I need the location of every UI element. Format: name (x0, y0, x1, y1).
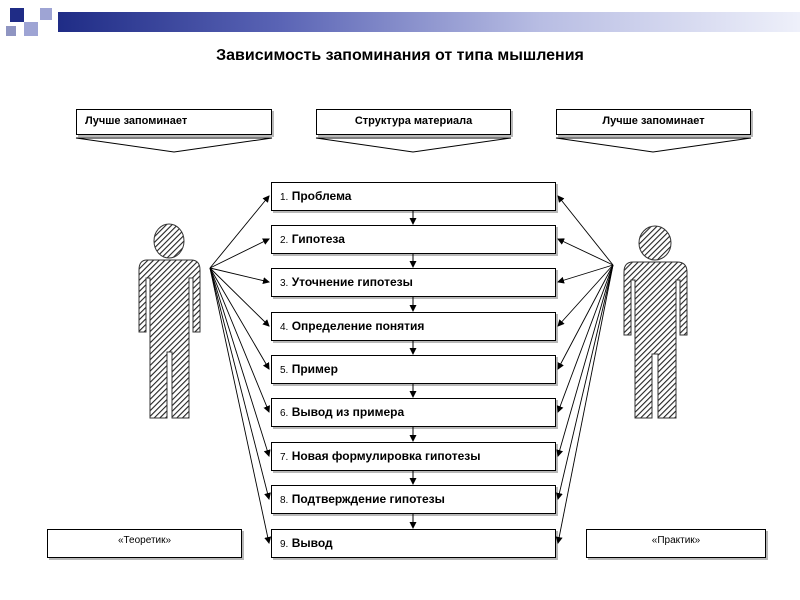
step-box-3: 3. Уточнение гипотезы (271, 268, 556, 297)
step-label: Проблема (291, 189, 352, 203)
header-right: Лучше запоминает (556, 109, 751, 135)
header-center: Структура материала (316, 109, 511, 135)
step-number: 7. (280, 452, 289, 463)
left-connectors (209, 195, 272, 544)
deco-square (24, 22, 38, 36)
step-box-9: 9. Вывод (271, 529, 556, 558)
step-label: Вывод (291, 536, 333, 550)
step-number: 8. (280, 495, 289, 506)
step-label: Вывод из примера (291, 405, 405, 419)
step-label: Новая формулировка гипотезы (291, 449, 481, 463)
step-number: 6. (280, 408, 289, 419)
role-box-practitioner: «Практик» (586, 529, 766, 558)
step-label: Определение понятия (291, 319, 425, 333)
step-box-8: 8. Подтверждение гипотезы (271, 485, 556, 514)
header-left: Лучше запоминает (76, 109, 272, 135)
step-number: 9. (280, 539, 289, 550)
step-box-6: 6. Вывод из примера (271, 398, 556, 427)
step-box-4: 4. Определение понятия (271, 312, 556, 341)
chevron-down-icon (555, 137, 752, 153)
page-title: Зависимость запоминания от типа мышления (216, 47, 584, 64)
deco-square (40, 8, 52, 20)
chevron-down-icon (75, 137, 273, 153)
title-bar-gradient (58, 12, 800, 32)
step-number: 1. (280, 192, 289, 203)
step-number: 5. (280, 365, 289, 376)
step-label: Гипотеза (291, 232, 345, 246)
chevron-down-icon (315, 137, 512, 153)
step-label: Уточнение гипотезы (291, 275, 413, 289)
step-box-5: 5. Пример (271, 355, 556, 384)
step-number: 4. (280, 322, 289, 333)
step-label: Пример (291, 362, 338, 376)
step-box-7: 7. Новая формулировка гипотезы (271, 442, 556, 471)
step-box-1: 1. Проблема (271, 182, 556, 211)
step-box-2: 2. Гипотеза (271, 225, 556, 254)
step-label: Подтверждение гипотезы (291, 492, 445, 506)
header-chevrons (75, 137, 752, 153)
role-box-theorist: «Теоретик» (47, 529, 242, 558)
deco-square (6, 26, 16, 36)
step-number: 3. (280, 278, 289, 289)
person-icon (623, 225, 688, 419)
deco-square (10, 8, 24, 22)
right-connectors (555, 195, 614, 544)
step-number: 2. (280, 235, 289, 246)
person-icon (138, 223, 201, 419)
